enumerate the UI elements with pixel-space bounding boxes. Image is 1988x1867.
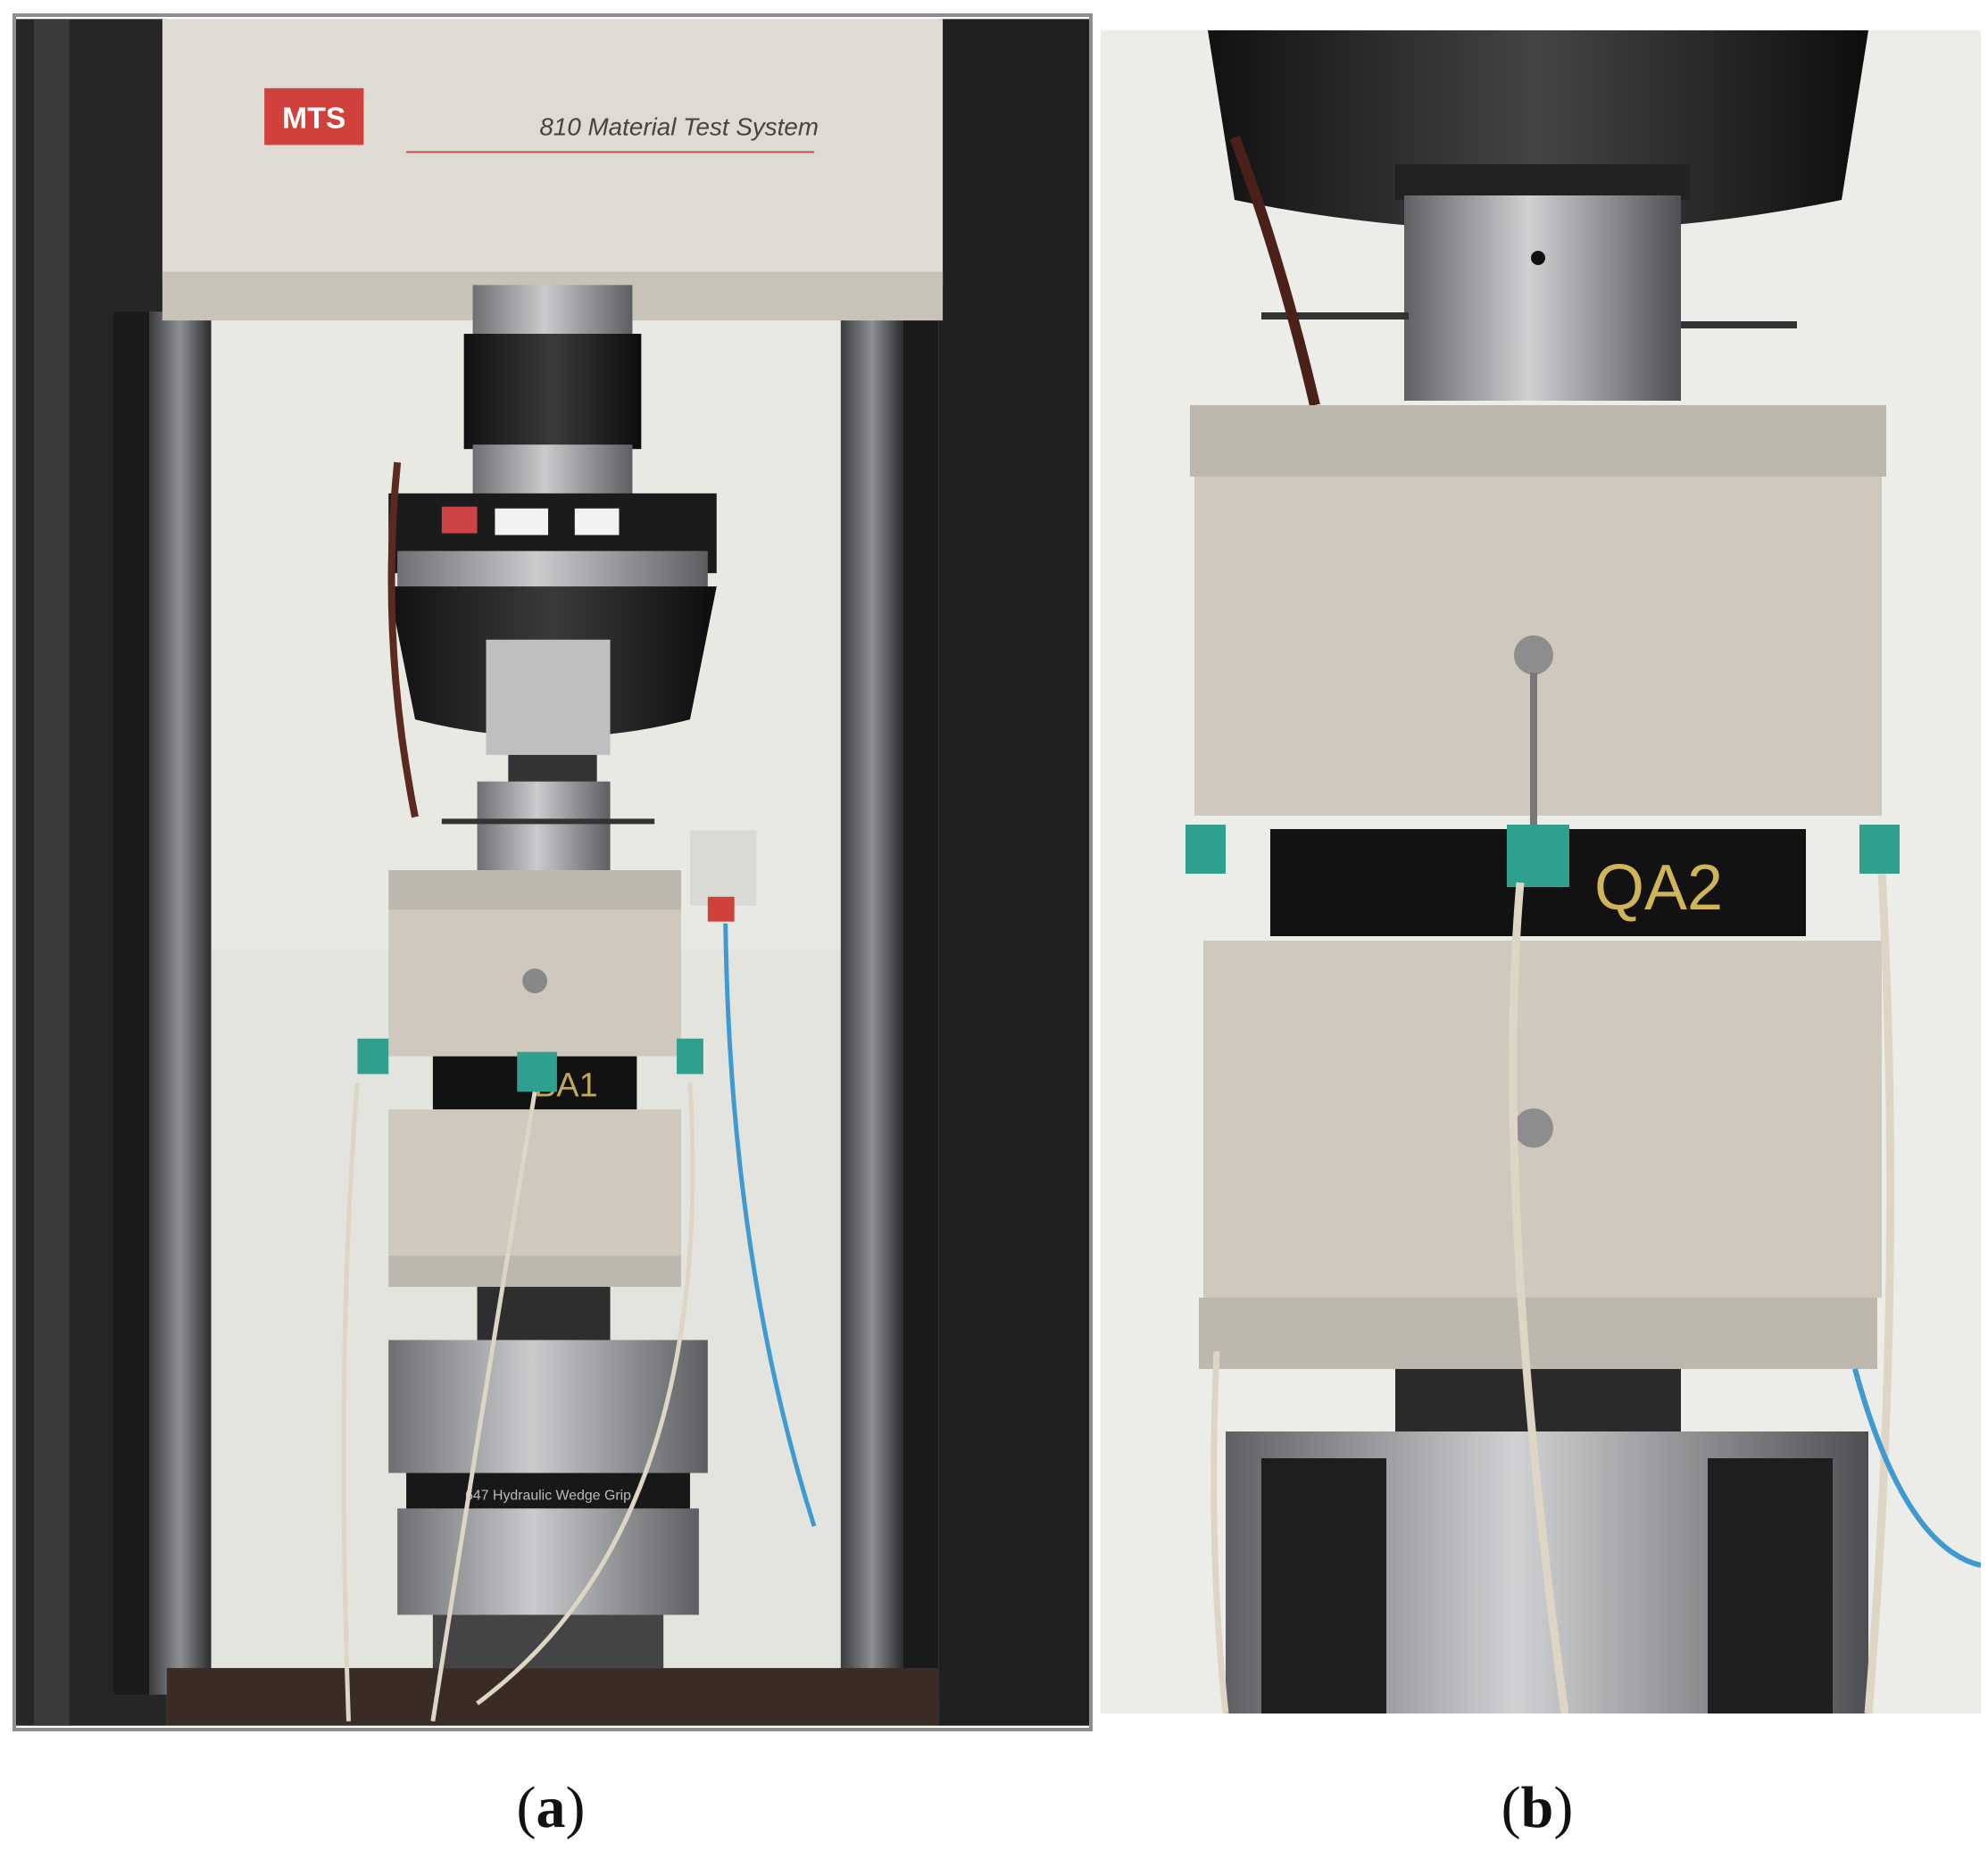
caption-b-open: ( (1501, 1775, 1521, 1840)
caption-a-letter: a (536, 1775, 566, 1840)
caption-a-open: ( (516, 1775, 537, 1840)
specimen-closeup-photo: QA2 (1101, 30, 1981, 1713)
mts-logo-text: MTS (282, 102, 345, 136)
testing-machine-photo: MTS 810 Material Test System BA1 (16, 19, 1089, 1726)
grip-label: 647 Hydraulic Wedge Grip (465, 1488, 631, 1503)
caption-b-close: ) (1553, 1775, 1574, 1840)
photo-panel-a: MTS 810 Material Test System BA1 (12, 13, 1093, 1731)
caption-a: (a) (462, 1774, 640, 1842)
specimen-label-b: QA2 (1594, 852, 1723, 924)
caption-b-letter: b (1520, 1775, 1554, 1840)
photo-panel-b: QA2 (1101, 30, 1981, 1713)
mts-logo (264, 87, 364, 145)
caption-b: (b) (1448, 1774, 1626, 1842)
machine-model-label: 810 Material Test System (539, 112, 819, 140)
caption-a-close: ) (565, 1775, 586, 1840)
